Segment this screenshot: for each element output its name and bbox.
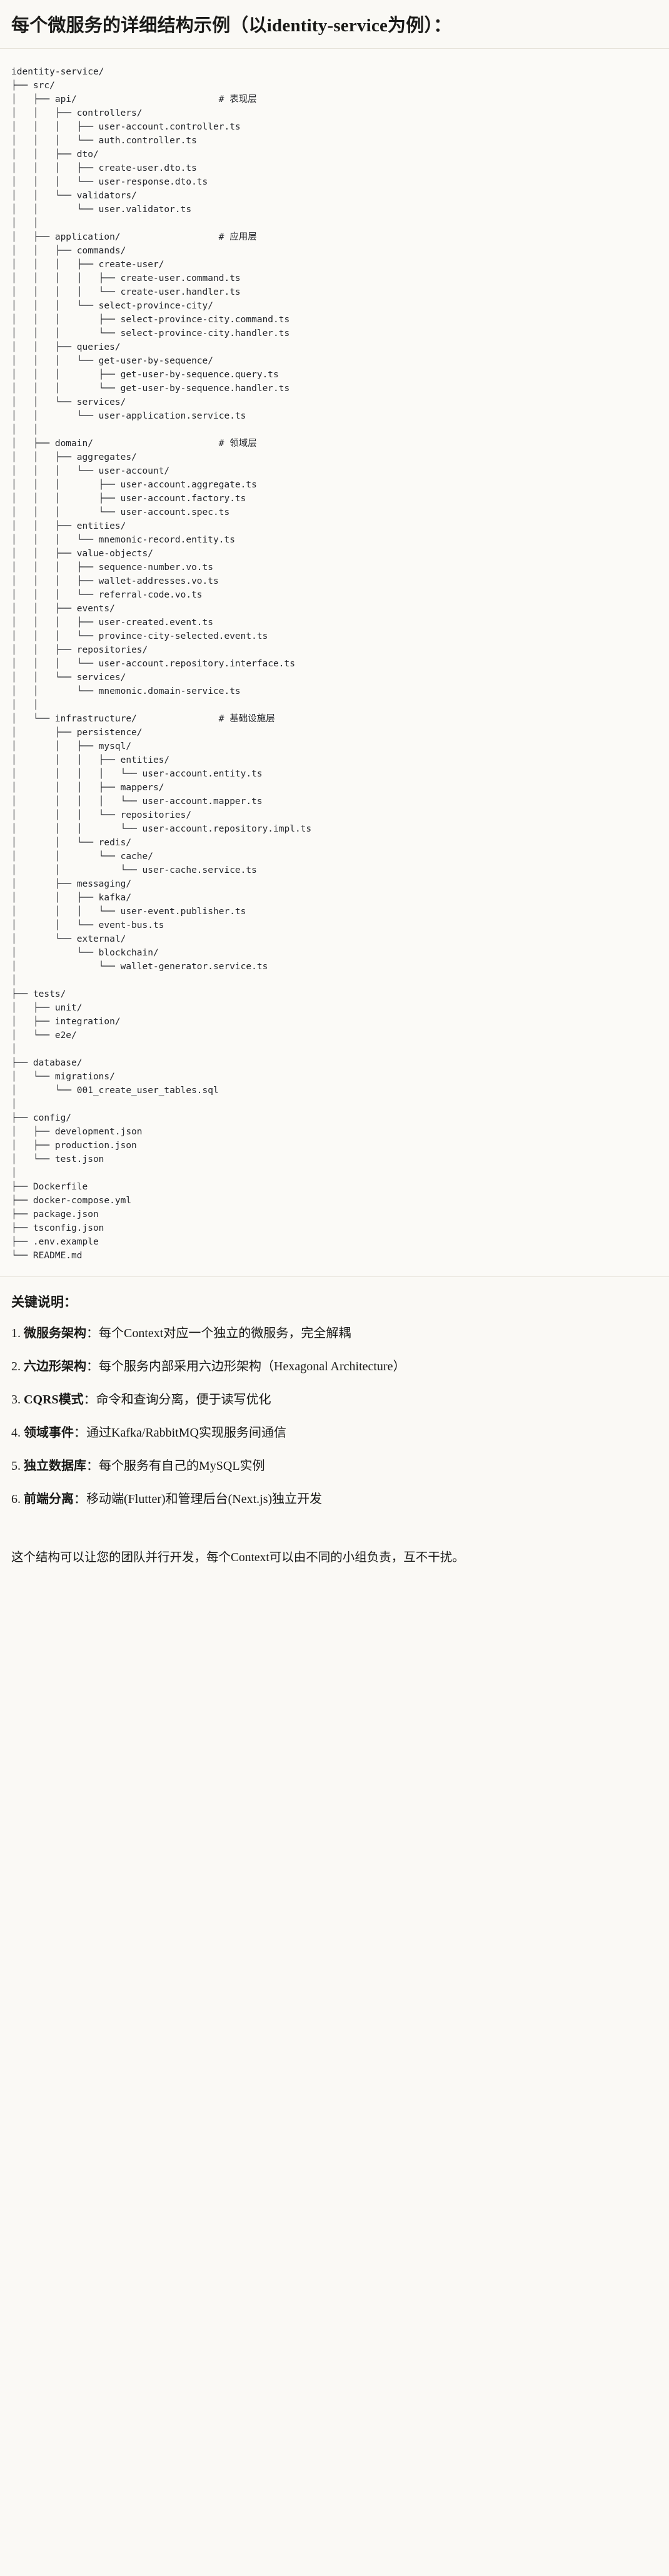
key-note-term: CQRS模式 <box>24 1393 84 1407</box>
key-note-term: 微服务架构 <box>24 1326 86 1341</box>
key-note-separator: ： <box>74 1492 86 1507</box>
document-page: 每个微服务的详细结构示例（以identity-service为例）： ident… <box>0 0 669 1565</box>
key-note-term: 六边形架构 <box>24 1360 86 1374</box>
key-note-item: 5. 独立数据库：每个服务有自己的MySQL实例 <box>11 1457 658 1475</box>
key-note-separator: ： <box>86 1360 99 1374</box>
key-note-term: 前端分离 <box>24 1492 74 1507</box>
key-note-item: 1. 微服务架构：每个Context对应一个独立的微服务，完全解耦 <box>11 1325 658 1343</box>
key-note-separator: ： <box>74 1426 86 1440</box>
key-note-item: 4. 领域事件：通过Kafka/RabbitMQ实现服务间通信 <box>11 1424 658 1442</box>
key-note-separator: ： <box>83 1393 96 1407</box>
key-note-description: 每个服务内部采用六边形架构（Hexagonal Architecture） <box>99 1360 406 1374</box>
page-title: 每个微服务的详细结构示例（以identity-service为例）： <box>11 16 452 36</box>
key-note-number: 5. <box>11 1459 21 1474</box>
key-note-number: 6. <box>11 1492 21 1507</box>
key-note-description: 每个服务有自己的MySQL实例 <box>99 1459 265 1474</box>
key-note-description: 命令和查询分离，便于读写优化 <box>96 1393 271 1407</box>
key-note-number: 3. <box>11 1393 21 1407</box>
key-note-item: 2. 六边形架构：每个服务内部采用六边形架构（Hexagonal Archite… <box>11 1358 658 1376</box>
key-note-number: 1. <box>11 1326 21 1341</box>
key-note-separator: ： <box>86 1459 99 1474</box>
key-note-number: 4. <box>11 1426 21 1440</box>
key-notes-heading: 关键说明： <box>11 1295 77 1310</box>
code-block-directory-tree: identity-service/ ├── src/ │ ├── api/ # … <box>0 49 669 1278</box>
key-note-term: 独立数据库 <box>24 1459 86 1474</box>
closing-paragraph: 这个结构可以让您的团队并行开发，每个Context可以由不同的小组负责，互不干扰… <box>11 1551 465 1565</box>
key-note-description: 移动端(Flutter)和管理后台(Next.js)独立开发 <box>86 1492 323 1507</box>
key-note-item: 6. 前端分离：移动端(Flutter)和管理后台(Next.js)独立开发 <box>11 1490 658 1509</box>
key-note-description: 通过Kafka/RabbitMQ实现服务间通信 <box>86 1426 286 1440</box>
document-header: 每个微服务的详细结构示例（以identity-service为例）： <box>0 0 669 49</box>
directory-tree-text: identity-service/ ├── src/ │ ├── api/ # … <box>11 67 312 1261</box>
key-note-description: 每个Context对应一个独立的微服务，完全解耦 <box>99 1326 351 1341</box>
key-note-item: 3. CQRS模式：命令和查询分离，便于读写优化 <box>11 1391 658 1409</box>
key-note-separator: ： <box>86 1326 99 1341</box>
key-note-number: 2. <box>11 1360 21 1374</box>
key-note-term: 领域事件 <box>24 1426 74 1440</box>
